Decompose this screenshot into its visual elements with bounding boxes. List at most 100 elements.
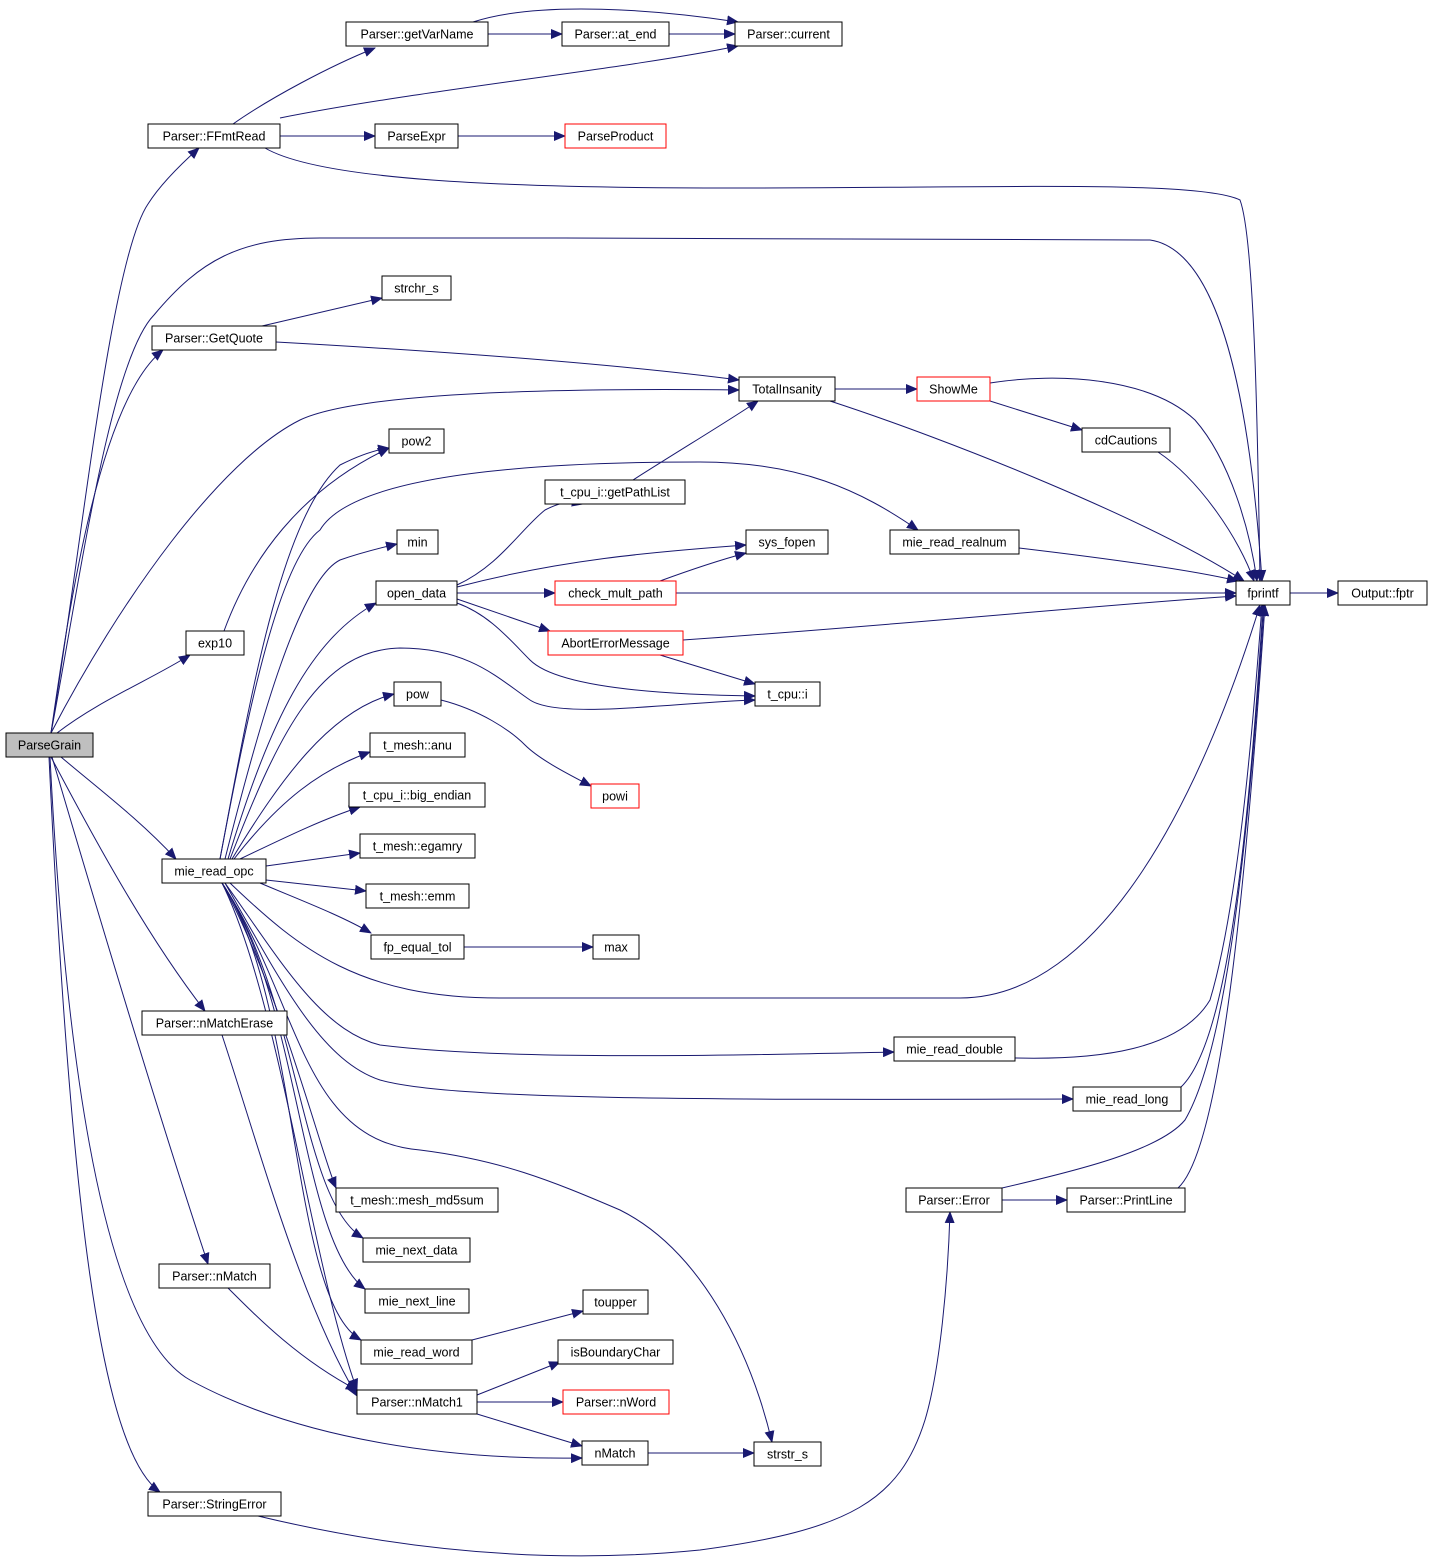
node-box-emm[interactable] [365, 883, 470, 909]
node-egamry[interactable]: t_mesh::egamry [359, 833, 476, 859]
node-big_endian[interactable]: t_cpu_i::big_endian [348, 782, 486, 808]
node-FFmtRead[interactable]: Parser::FFmtRead [147, 123, 281, 149]
node-box-FFmtRead[interactable] [147, 123, 281, 149]
node-mie_read_double[interactable]: mie_read_double [893, 1036, 1016, 1062]
node-box-nMatch1[interactable] [356, 1389, 478, 1415]
node-box-mie_read_opc[interactable] [161, 858, 267, 884]
node-mie_next_line[interactable]: mie_next_line [364, 1288, 470, 1314]
node-TotalInsanity[interactable]: TotalInsanity [738, 376, 836, 402]
node-box-mie_read_realnum[interactable] [889, 529, 1020, 555]
node-box-ParseGrain[interactable] [5, 732, 94, 758]
node-isBoundaryChar[interactable]: isBoundaryChar [557, 1339, 674, 1365]
node-GetQuote[interactable]: Parser::GetQuote [151, 325, 277, 351]
node-box-nMatchErase[interactable] [141, 1010, 288, 1036]
node-box-anu[interactable] [369, 732, 466, 758]
node-box-isBoundaryChar[interactable] [557, 1339, 674, 1365]
node-box-PrintLine[interactable] [1066, 1187, 1186, 1213]
node-fp_equal_tol[interactable]: fp_equal_tol [370, 934, 465, 960]
node-box-big_endian[interactable] [348, 782, 486, 808]
node-strchr_s[interactable]: strchr_s [381, 275, 452, 301]
node-at_end[interactable]: Parser::at_end [561, 21, 670, 47]
node-mesh_md5sum[interactable]: t_mesh::mesh_md5sum [335, 1187, 499, 1213]
node-box-check_mult_path[interactable] [554, 580, 677, 606]
node-nMatch_free[interactable]: nMatch [581, 1440, 649, 1466]
node-fprintf[interactable]: fprintf [1235, 580, 1291, 606]
node-box-getPathList[interactable] [544, 479, 686, 505]
node-box-mie_next_line[interactable] [364, 1288, 470, 1314]
node-box-exp10[interactable] [185, 630, 245, 656]
node-min[interactable]: min [396, 529, 439, 555]
node-box-mie_next_data[interactable] [362, 1237, 471, 1263]
node-box-sys_fopen[interactable] [745, 529, 829, 555]
node-box-pow[interactable] [393, 681, 442, 707]
node-current[interactable]: Parser::current [734, 21, 843, 47]
node-pow[interactable]: pow [393, 681, 442, 707]
node-nWord[interactable]: Parser::nWord [562, 1389, 670, 1415]
node-cdCautions[interactable]: cdCautions [1081, 427, 1171, 453]
node-box-nMatch_free[interactable] [581, 1440, 649, 1466]
node-fptr[interactable]: Output::fptr [1337, 580, 1428, 606]
node-box-strchr_s[interactable] [381, 275, 452, 301]
node-box-pow2[interactable] [388, 428, 445, 454]
node-pow2[interactable]: pow2 [388, 428, 445, 454]
node-box-mesh_md5sum[interactable] [335, 1187, 499, 1213]
node-Error[interactable]: Parser::Error [905, 1187, 1003, 1213]
node-getVarName[interactable]: Parser::getVarName [345, 21, 489, 47]
node-box-fptr[interactable] [1337, 580, 1428, 606]
node-box-Error[interactable] [905, 1187, 1003, 1213]
node-box-mie_read_double[interactable] [893, 1036, 1016, 1062]
node-mie_read_opc[interactable]: mie_read_opc [161, 858, 267, 884]
node-box-AbortErrorMessage[interactable] [547, 630, 684, 656]
node-box-open_data[interactable] [375, 580, 458, 606]
node-mie_read_word[interactable]: mie_read_word [360, 1339, 473, 1365]
node-StringError[interactable]: Parser::StringError [147, 1491, 282, 1517]
node-box-min[interactable] [396, 529, 439, 555]
node-ParseExpr[interactable]: ParseExpr [374, 123, 459, 149]
node-box-fp_equal_tol[interactable] [370, 934, 465, 960]
node-powi[interactable]: powi [590, 783, 640, 809]
node-box-StringError[interactable] [147, 1491, 282, 1517]
node-toupper[interactable]: toupper [582, 1289, 649, 1315]
node-mie_read_realnum[interactable]: mie_read_realnum [889, 529, 1020, 555]
node-nMatch[interactable]: Parser::nMatch [158, 1263, 271, 1289]
node-box-ParseExpr[interactable] [374, 123, 459, 149]
node-open_data[interactable]: open_data [375, 580, 458, 606]
node-box-egamry[interactable] [359, 833, 476, 859]
node-emm[interactable]: t_mesh::emm [365, 883, 470, 909]
node-box-ShowMe[interactable] [916, 376, 991, 402]
node-box-nWord[interactable] [562, 1389, 670, 1415]
node-box-TotalInsanity[interactable] [738, 376, 836, 402]
node-mie_read_long[interactable]: mie_read_long [1072, 1086, 1182, 1112]
node-box-max[interactable] [592, 934, 640, 960]
node-nMatch1[interactable]: Parser::nMatch1 [356, 1389, 478, 1415]
node-exp10[interactable]: exp10 [185, 630, 245, 656]
node-box-fprintf[interactable] [1235, 580, 1291, 606]
node-box-current[interactable] [734, 21, 843, 47]
node-nMatchErase[interactable]: Parser::nMatchErase [141, 1010, 288, 1036]
node-box-mie_read_long[interactable] [1072, 1086, 1182, 1112]
node-ShowMe[interactable]: ShowMe [916, 376, 991, 402]
node-box-nMatch[interactable] [158, 1263, 271, 1289]
node-box-cdCautions[interactable] [1081, 427, 1171, 453]
node-sys_fopen[interactable]: sys_fopen [745, 529, 829, 555]
node-t_cpu_i[interactable]: t_cpu::i [754, 681, 821, 707]
node-getPathList[interactable]: t_cpu_i::getPathList [544, 479, 686, 505]
node-ParseProduct[interactable]: ParseProduct [564, 123, 667, 149]
node-box-powi[interactable] [590, 783, 640, 809]
node-anu[interactable]: t_mesh::anu [369, 732, 466, 758]
node-AbortErrorMessage[interactable]: AbortErrorMessage [547, 630, 684, 656]
node-PrintLine[interactable]: Parser::PrintLine [1066, 1187, 1186, 1213]
node-strstr_s[interactable]: strstr_s [753, 1441, 822, 1467]
node-ParseGrain[interactable]: ParseGrain [5, 732, 94, 758]
node-max[interactable]: max [592, 934, 640, 960]
node-box-GetQuote[interactable] [151, 325, 277, 351]
node-box-at_end[interactable] [561, 21, 670, 47]
node-box-getVarName[interactable] [345, 21, 489, 47]
node-check_mult_path[interactable]: check_mult_path [554, 580, 677, 606]
node-box-t_cpu_i[interactable] [754, 681, 821, 707]
node-box-ParseProduct[interactable] [564, 123, 667, 149]
node-mie_next_data[interactable]: mie_next_data [362, 1237, 471, 1263]
node-box-mie_read_word[interactable] [360, 1339, 473, 1365]
node-box-toupper[interactable] [582, 1289, 649, 1315]
node-box-strstr_s[interactable] [753, 1441, 822, 1467]
